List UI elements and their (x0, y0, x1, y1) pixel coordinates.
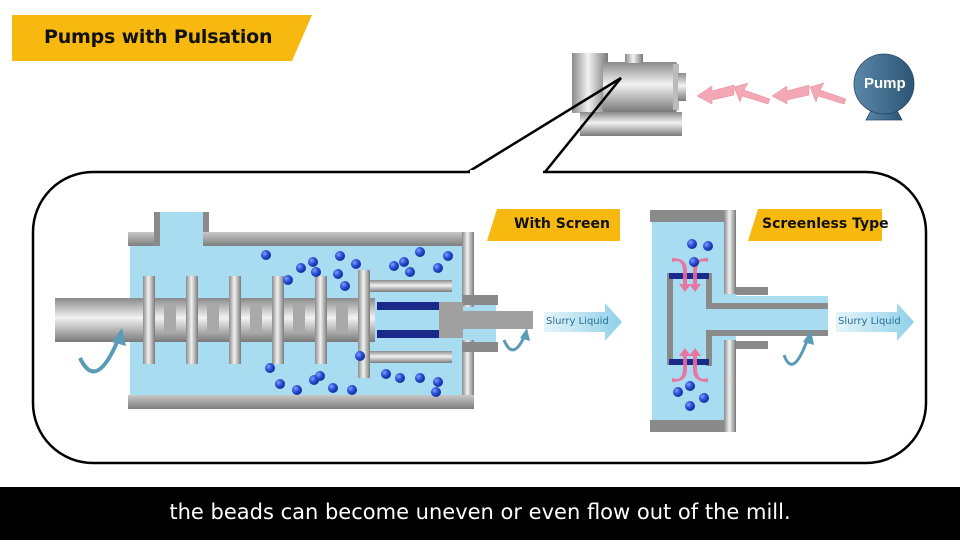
bead (335, 251, 345, 261)
screen-top (377, 302, 439, 310)
callout-pointer (467, 76, 622, 174)
bead (389, 261, 399, 271)
bead (296, 263, 306, 273)
beads-group (261, 239, 713, 411)
bead (433, 377, 443, 387)
slurry-arrow-with-screen (544, 303, 622, 341)
screenless-label: Screenless Type (762, 216, 889, 232)
bead (685, 381, 695, 391)
bead (673, 387, 683, 397)
bead (415, 247, 425, 257)
caption-bar (0, 487, 960, 540)
bead (355, 351, 365, 361)
bead (399, 257, 409, 267)
with-screen-label: With Screen (514, 216, 611, 232)
bead (687, 239, 697, 249)
bead (333, 269, 343, 279)
bead (703, 241, 713, 251)
caption-text: the beads can become uneven or even flow… (169, 500, 791, 524)
bead (395, 373, 405, 383)
mill-machine-icon (572, 53, 686, 136)
diagram (31, 53, 928, 465)
screenless-tag (748, 209, 882, 241)
bead (265, 363, 275, 373)
bead (311, 267, 321, 277)
bead (685, 401, 695, 411)
slurry-label-with-screen: Slurry Liquid (546, 316, 609, 327)
bead (308, 257, 318, 267)
pump-icon (853, 53, 915, 121)
bead (328, 383, 338, 393)
bead (699, 393, 709, 403)
bead (283, 275, 293, 285)
bead (433, 263, 443, 273)
bead (415, 373, 425, 383)
with-screen-mill (55, 212, 533, 409)
pulsation-arrows (696, 82, 847, 105)
bead (381, 369, 391, 379)
title-banner (12, 15, 312, 61)
slurry-label-screenless: Slurry Liquid (838, 316, 901, 327)
bead (261, 250, 271, 260)
bead (443, 251, 453, 261)
bead (689, 257, 699, 267)
bead (315, 371, 325, 381)
bead (405, 267, 415, 277)
bead (275, 379, 285, 389)
bead (292, 385, 302, 395)
with-screen-tag (487, 209, 620, 241)
page-title: Pumps with Pulsation (44, 26, 273, 48)
pump-label: Pump (864, 75, 906, 92)
screen-bottom (377, 330, 439, 338)
bead (431, 387, 441, 397)
slurry-arrow-screenless (836, 303, 914, 341)
bead (340, 281, 350, 291)
bead (347, 385, 357, 395)
bead (351, 259, 361, 269)
